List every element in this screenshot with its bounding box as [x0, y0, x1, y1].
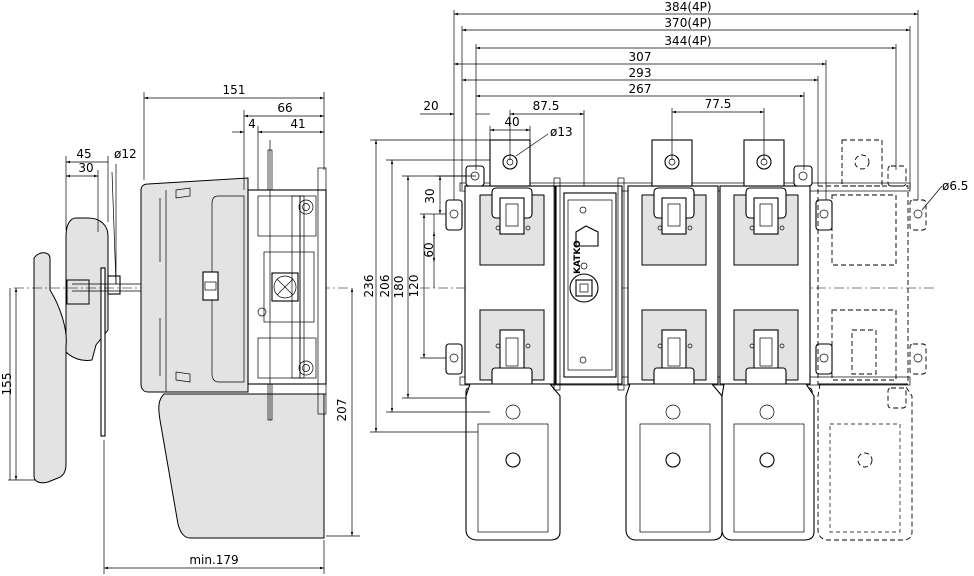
dim-20: 20 [423, 99, 438, 113]
dim-77-5: 77.5 [705, 97, 732, 111]
dim-66: 66 [277, 101, 292, 115]
handle-grip [33, 252, 67, 484]
dim-236: 236 [362, 275, 376, 298]
katko-logo: KATKO [573, 240, 583, 274]
lower-shroud [158, 393, 325, 539]
operating-mechanism: KATKO [553, 177, 625, 391]
shaft-adapter [107, 275, 121, 295]
dim-d13: ø13 [550, 125, 573, 139]
dim-344: 344(4P) [664, 34, 711, 48]
pole-4-optional [817, 139, 927, 541]
dim-30-front: 30 [423, 188, 437, 203]
dim-60: 60 [422, 242, 436, 257]
dim-384: 384(4P) [664, 0, 711, 14]
pole-2 [625, 139, 723, 541]
dim-180: 180 [392, 276, 406, 299]
dim-d6-5: ø6.5 [942, 179, 968, 193]
dim-87-5: 87.5 [533, 99, 560, 113]
pole-1 [445, 139, 561, 541]
switch-cover [140, 177, 249, 393]
dim-307: 307 [629, 50, 652, 64]
dim-370: 370(4P) [664, 16, 711, 30]
side-view: 151 66 41 4 30 45 ø12 155 207 min.179 [0, 83, 360, 574]
dim-206: 206 [378, 275, 392, 298]
dim-151: 151 [223, 83, 246, 97]
dim-30-side: 30 [78, 161, 93, 175]
pole-3 [719, 139, 833, 541]
dim-4: 4 [248, 117, 256, 131]
front-view: KATKO [362, 0, 968, 541]
dim-155: 155 [0, 373, 14, 396]
handle-collar [66, 279, 90, 305]
front-plate [100, 267, 106, 437]
dim-293: 293 [629, 66, 652, 80]
dim-207: 207 [335, 399, 349, 422]
dim-45: 45 [76, 147, 91, 161]
front-dimensions: 384(4P) 370(4P) 344(4P) 307 293 267 20 [362, 0, 968, 433]
dim-min179: min.179 [189, 553, 238, 567]
dim-41: 41 [290, 117, 305, 131]
dim-120: 120 [407, 275, 421, 298]
dim-267: 267 [629, 82, 652, 96]
dim-40: 40 [504, 115, 519, 129]
dim-d12: ø12 [114, 147, 137, 161]
